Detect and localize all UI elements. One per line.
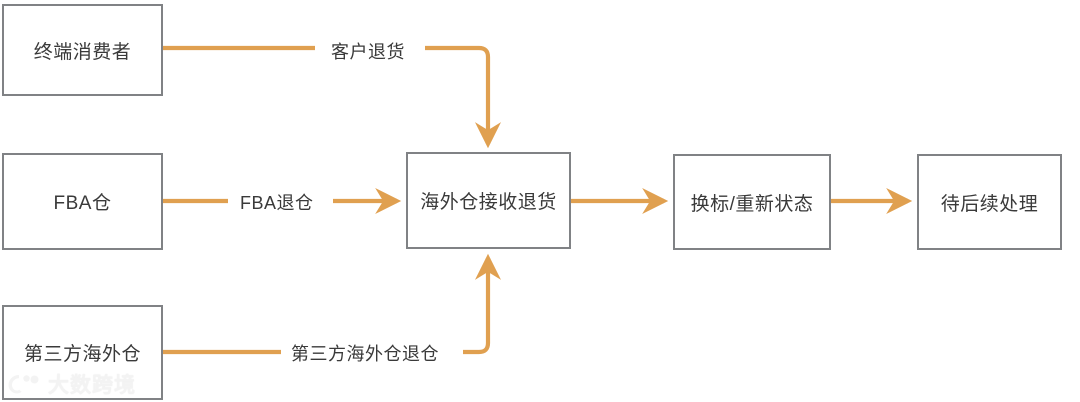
node-relabel-restate[interactable]: 换标/重新状态 (673, 154, 831, 250)
node-label: 待后续处理 (940, 193, 1039, 215)
node-label: 第三方海外仓 (23, 344, 141, 365)
node-label: 换标/重新状态 (690, 193, 814, 215)
node-label: FBA仓 (53, 193, 112, 214)
connector-customer-return (163, 45, 488, 144)
connector-third-party-return-arrow (463, 253, 502, 355)
logo-mark-icon (8, 375, 39, 394)
edge-label-customer-return: 客户退货 (331, 42, 405, 62)
edge-label-third-party-return: 第三方海外仓退仓 (291, 344, 439, 364)
node-label: 终端消费者 (33, 41, 132, 63)
node-third-party-oversea-warehouse[interactable]: 第三方海外仓 (2, 305, 163, 400)
watermark: 大数跨境 (6, 369, 156, 399)
node-label: 海外仓接收退货 (420, 192, 557, 213)
node-pending-followup[interactable]: 待后续处理 (917, 154, 1062, 250)
node-end-consumer[interactable]: 终端消费者 (2, 4, 163, 96)
edge-label-fba-return: FBA退仓 (240, 193, 314, 213)
node-oversea-warehouse-receive-return[interactable]: 海外仓接收退货 (406, 152, 571, 249)
node-fba-warehouse[interactable]: FBA仓 (2, 153, 163, 250)
watermark-text: 大数跨境 (48, 374, 136, 397)
